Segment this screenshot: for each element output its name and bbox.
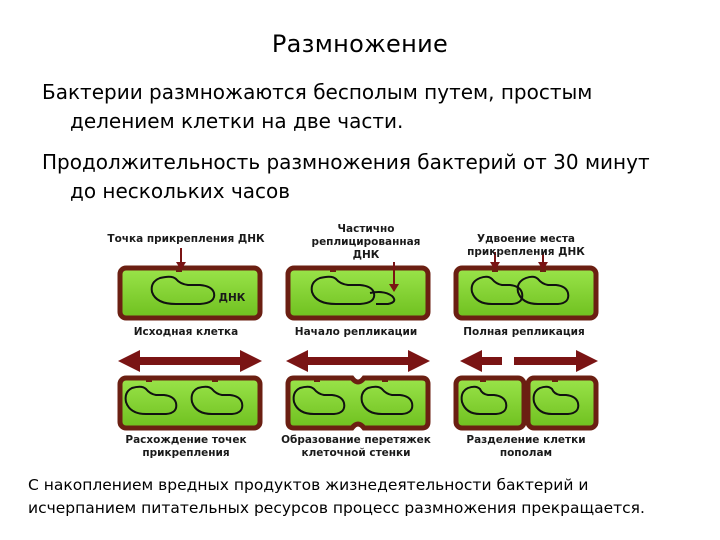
dna-loop (470, 275, 524, 305)
label-septum: клеточной стенки (301, 447, 410, 459)
label-partial-dna: Частично (338, 223, 395, 235)
footer-line: С накоплением вредных продуктов жизнедея… (28, 476, 589, 494)
double-arrow (286, 350, 430, 372)
paragraph-line: Бактерии размножаются бесполым путем, пр… (42, 80, 593, 104)
attachment-point (314, 376, 320, 382)
label-duplication: прикрепления ДНК (467, 246, 585, 258)
label-divergence: Расхождение точек (125, 434, 246, 446)
label-septum: Образование перетяжек (281, 434, 431, 446)
label-divergence: прикрепления (142, 447, 229, 459)
cell-daughter-right (525, 375, 599, 431)
dna-loop (292, 385, 346, 415)
label-dna: ДНК (219, 292, 246, 304)
label-duplication: Удвоение места (477, 233, 575, 245)
label-initial-cell: Исходная клетка (134, 326, 238, 338)
attachment-point (212, 376, 218, 382)
attachment-point (330, 266, 336, 272)
paragraph-line: до нескольких часов (70, 179, 291, 203)
label-cell-split: пополам (500, 447, 552, 459)
dna-loop (190, 385, 244, 415)
footer-text: С накоплением вредных продуктов жизнедея… (28, 474, 698, 520)
page-title: Размножение (271, 30, 449, 58)
attachment-point (146, 376, 152, 382)
cell-replication-start (285, 265, 431, 321)
cell-divergence (117, 375, 263, 431)
attachment-point (382, 376, 388, 382)
label-partial-dna: ДНК (353, 249, 380, 261)
split-arrows (460, 350, 598, 372)
paragraph-line: делением клетки на две части. (70, 109, 404, 133)
label-partial-dna: реплицированная (312, 236, 421, 248)
dna-loop (516, 275, 570, 305)
dna-loop-partial (369, 291, 396, 305)
footer-line: исчерпанием питательных ресурсов процесс… (28, 499, 645, 517)
pointer-arrow-head (490, 262, 500, 270)
label-replication-start: Начало репликации (295, 326, 417, 338)
cell-full-replication (453, 265, 599, 321)
dna-loop (124, 385, 178, 415)
attachment-point (480, 376, 486, 382)
paragraph-line: Продолжительность размножения бактерий о… (42, 150, 650, 174)
paragraph-duration: Продолжительность размножения бактерий о… (42, 148, 692, 206)
attachment-point (176, 266, 182, 272)
dna-loop (532, 385, 580, 415)
label-full-replication: Полная репликация (463, 326, 584, 338)
attachment-point (552, 376, 558, 382)
dna-loop (360, 385, 414, 415)
paragraph-reproduction-method: Бактерии размножаются бесполым путем, пр… (42, 78, 692, 136)
dna-loop (150, 275, 216, 305)
pointer-arrow-head (389, 284, 399, 292)
cell-constriction (285, 375, 431, 431)
label-dna-attach: Точка прикрепления ДНК (107, 233, 265, 245)
cell-daughter-left (453, 375, 527, 431)
double-arrow (118, 350, 262, 372)
pointer-arrow-head (176, 262, 186, 270)
dna-loop (460, 385, 508, 415)
pointer-arrow-head (538, 262, 548, 270)
label-cell-split: Разделение клетки (466, 434, 585, 446)
